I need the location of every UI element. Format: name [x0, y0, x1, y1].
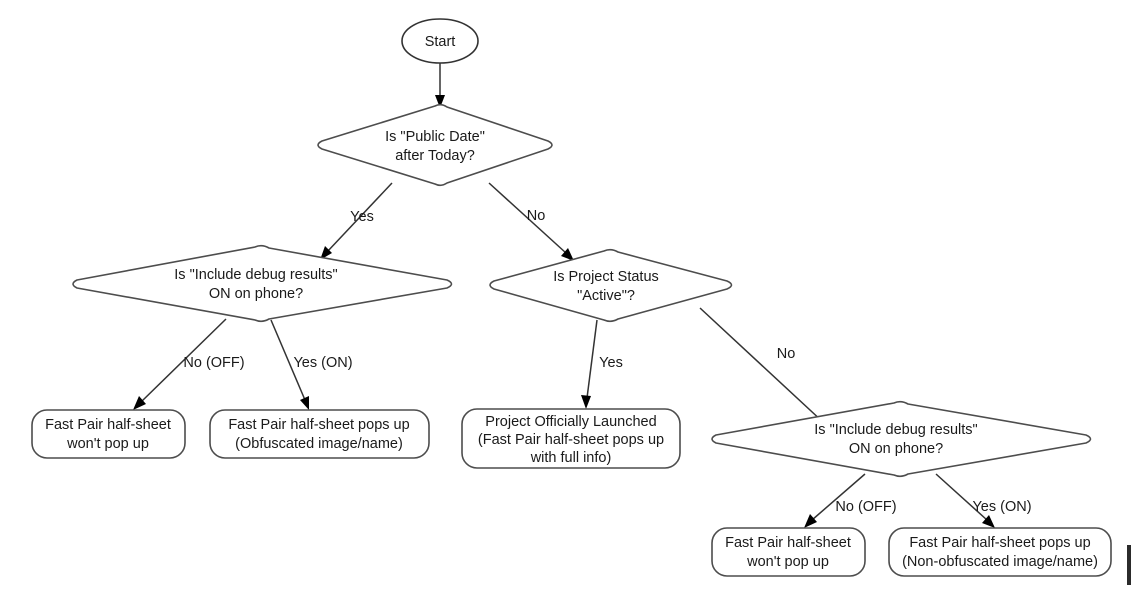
edge-line [699, 307, 825, 424]
terminal-non-obfuscated-line1: Fast Pair half-sheet pops up [909, 535, 1090, 551]
terminal-rect [31, 409, 186, 459]
edge-project-status-no: No [699, 307, 832, 431]
edge-label-project-status-no: No [777, 346, 796, 362]
edge-line [326, 182, 393, 253]
terminal-launched-line2: (Fast Pair half-sheet pops up [478, 432, 664, 448]
decision-public-date-line2: after Today? [395, 148, 475, 164]
terminal-no-popup-right-line2: won't pop up [746, 554, 829, 570]
decision-public-date-line1: Is "Public Date" [385, 129, 485, 145]
edge-line [270, 319, 306, 401]
edge-label-debug-right-yes: Yes (ON) [972, 499, 1031, 515]
edge-label-debug-left-yes: Yes (ON) [293, 355, 352, 371]
decision-debug-right-line1: Is "Include debug results" [814, 422, 977, 438]
node-terminal-obfuscated[interactable]: Fast Pair half-sheet pops up (Obfuscated… [209, 409, 430, 459]
edge-line [140, 318, 227, 403]
edge-line [488, 182, 567, 254]
arrowhead [320, 246, 332, 260]
decision-diamond [72, 244, 453, 323]
terminal-obfuscated-line1: Fast Pair half-sheet pops up [228, 417, 409, 433]
edge-debug-left-no: No (OFF) [133, 318, 245, 410]
edge-debug-right-no: No (OFF) [804, 473, 897, 528]
terminal-no-popup-left-line2: won't pop up [66, 436, 149, 452]
node-decision-debug-right[interactable]: Is "Include debug results" ON on phone? [711, 400, 1092, 478]
edge-debug-left-yes: Yes (ON) [270, 319, 353, 410]
edge-start-to-public-date [435, 63, 445, 108]
arrowhead [561, 248, 574, 261]
node-decision-public-date[interactable]: Is "Public Date" after Today? [317, 103, 553, 187]
terminal-launched-line1: Project Officially Launched [485, 414, 656, 430]
start-label: Start [425, 34, 456, 50]
terminal-rect [461, 408, 681, 469]
edge-label-debug-right-no: No (OFF) [835, 499, 896, 515]
edge-line [935, 473, 988, 521]
node-terminal-launched[interactable]: Project Officially Launched (Fast Pair h… [461, 408, 681, 469]
edge-public-date-no: No [488, 182, 574, 261]
arrowhead [435, 95, 445, 108]
decision-diamond [317, 103, 553, 187]
decision-debug-right-line2: ON on phone? [849, 441, 943, 457]
edge-debug-right-yes: Yes (ON) [935, 473, 1032, 528]
edge-artifact-bar [1127, 545, 1131, 585]
node-decision-project-status[interactable]: Is Project Status "Active"? [489, 248, 733, 323]
edge-label-debug-left-no: No (OFF) [183, 355, 244, 371]
edge-public-date-yes: Yes [320, 182, 393, 260]
node-terminal-non-obfuscated[interactable]: Fast Pair half-sheet pops up (Non-obfusc… [888, 527, 1112, 577]
decision-diamond [711, 400, 1092, 478]
arrowhead [300, 396, 309, 410]
edge-label-public-date-no: No [527, 208, 546, 224]
arrowhead [982, 515, 995, 528]
arrowhead [581, 395, 591, 409]
edge-line [811, 473, 866, 521]
terminal-obfuscated-line2: (Obfuscated image/name) [235, 436, 403, 452]
edge-label-project-status-yes: Yes [599, 355, 623, 371]
decision-project-status-line2: "Active"? [577, 288, 635, 304]
decision-diamond [489, 248, 733, 323]
edge-project-status-yes: Yes [581, 319, 623, 409]
node-terminal-no-popup-right[interactable]: Fast Pair half-sheet won't pop up [711, 527, 866, 577]
node-terminal-no-popup-left[interactable]: Fast Pair half-sheet won't pop up [31, 409, 186, 459]
terminal-non-obfuscated-line2: (Non-obfuscated image/name) [902, 554, 1098, 570]
edge-line [586, 319, 598, 399]
edge-label-public-date-yes: Yes [350, 209, 374, 225]
start-ellipse [401, 18, 479, 64]
decision-project-status-line1: Is Project Status [553, 269, 659, 285]
terminal-rect [888, 527, 1112, 577]
node-decision-debug-left[interactable]: Is "Include debug results" ON on phone? [72, 244, 453, 323]
arrowhead [133, 396, 146, 410]
decision-debug-left-line2: ON on phone? [209, 286, 303, 302]
terminal-no-popup-right-line1: Fast Pair half-sheet [725, 535, 851, 551]
terminal-launched-line3: with full info) [530, 450, 612, 466]
node-start[interactable]: Start [401, 18, 479, 64]
decision-debug-left-line1: Is "Include debug results" [174, 267, 337, 283]
terminal-rect [711, 527, 866, 577]
terminal-rect [209, 409, 430, 459]
terminal-no-popup-left-line1: Fast Pair half-sheet [45, 417, 171, 433]
arrowhead [804, 514, 817, 528]
